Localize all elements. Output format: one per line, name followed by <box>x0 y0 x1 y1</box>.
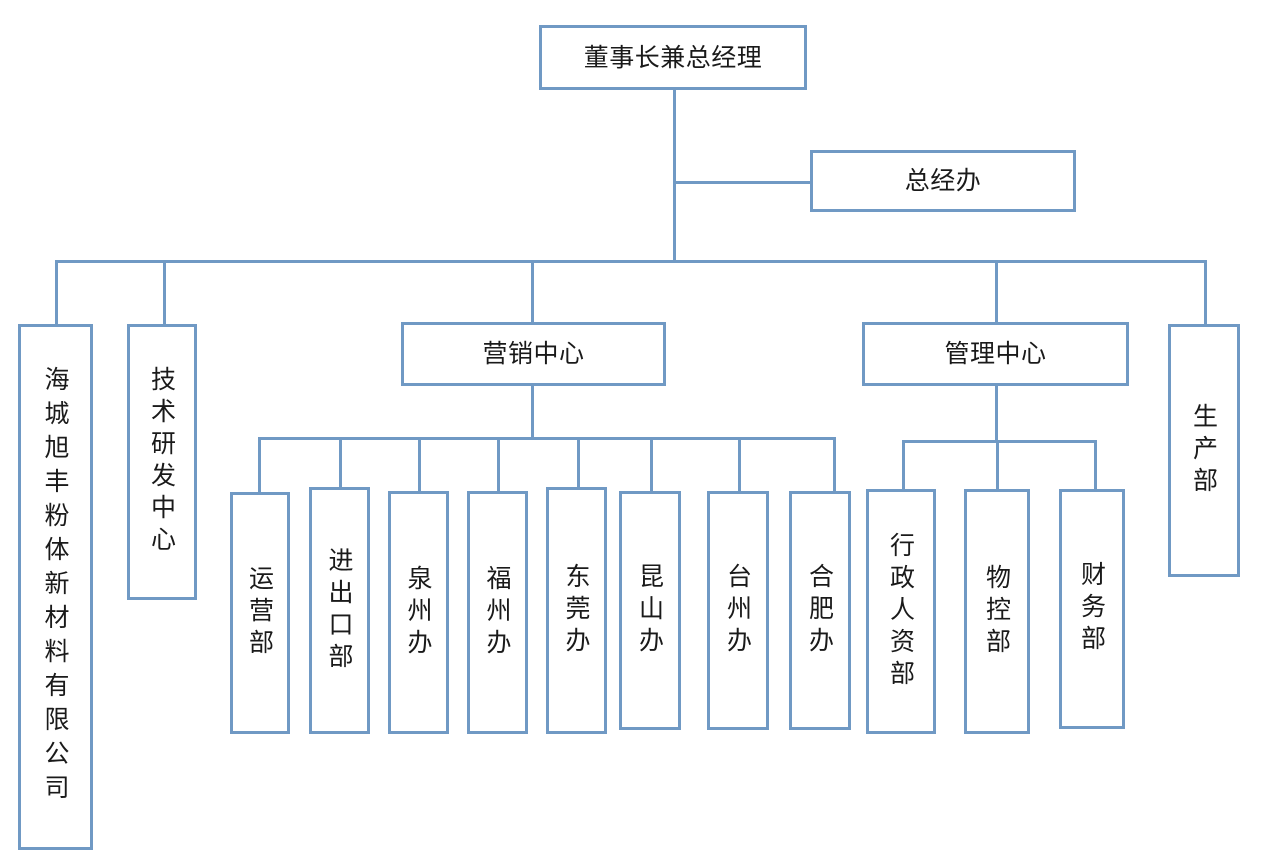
node-marketing-child-dongguan[interactable]: 东莞办 <box>546 487 607 734</box>
connector-drop-marketing-child-5 <box>650 437 653 493</box>
connector-drop-management-child-1 <box>996 440 999 490</box>
connector-management-sub-bus <box>902 440 1097 443</box>
connector-drop-marketing-child-1 <box>339 437 342 493</box>
node-label-management-child-1: 物控部 <box>982 563 1012 660</box>
node-management-child-material-control[interactable]: 物控部 <box>964 489 1030 734</box>
connector-drop-management-child-2 <box>1094 440 1097 490</box>
node-management-center[interactable]: 管理中心 <box>862 322 1129 386</box>
connector-drop-marketing-child-4 <box>577 437 580 493</box>
connector-drop-marketing-child-6 <box>738 437 741 493</box>
node-label-marketing-child-2: 泉州办 <box>404 564 433 661</box>
connector-drop-management-center <box>995 260 998 322</box>
connector-drop-marketing-child-0 <box>258 437 261 493</box>
node-label-marketing-child-4: 东莞办 <box>562 562 591 659</box>
node-label-marketing-child-5: 昆山办 <box>635 562 665 659</box>
connector-drop-marketing-child-2 <box>418 437 421 493</box>
connector-management-stem <box>995 385 998 443</box>
node-label-company: 海城旭丰粉体新材料有限公司 <box>41 366 70 808</box>
connector-ceo-to-gm-office <box>673 181 813 184</box>
node-label-management-child-0: 行政人资部 <box>886 531 916 692</box>
node-label-marketing-child-6: 台州办 <box>723 562 753 659</box>
node-rd-center[interactable]: 技术研发中心 <box>127 324 197 600</box>
connector-drop-marketing-child-3 <box>497 437 500 493</box>
node-chairman-general-manager[interactable]: 董事长兼总经理 <box>539 25 807 90</box>
node-label-rd-center: 技术研发中心 <box>147 366 177 558</box>
node-label-management-child-2: 财务部 <box>1077 561 1107 657</box>
node-label-marketing-child-0: 运营部 <box>245 565 275 661</box>
node-marketing-child-import-export[interactable]: 进出口部 <box>309 487 370 734</box>
node-marketing-child-operations[interactable]: 运营部 <box>230 492 290 734</box>
connector-marketing-sub-bus <box>258 437 836 440</box>
node-marketing-child-fuzhou[interactable]: 福州办 <box>467 491 528 734</box>
node-company[interactable]: 海城旭丰粉体新材料有限公司 <box>18 324 93 850</box>
connector-drop-marketing-child-7 <box>833 437 836 493</box>
node-management-child-finance[interactable]: 财务部 <box>1059 489 1125 729</box>
node-marketing-center[interactable]: 营销中心 <box>401 322 666 386</box>
node-label-marketing-center: 营销中心 <box>482 339 585 368</box>
connector-drop-management-child-0 <box>902 440 905 490</box>
connector-drop-marketing-center <box>531 260 534 322</box>
connector-ceo-trunk <box>673 89 676 262</box>
connector-drop-production-dept <box>1204 260 1207 325</box>
node-production-dept[interactable]: 生产部 <box>1168 324 1240 577</box>
node-label-management-center: 管理中心 <box>944 339 1047 368</box>
node-label-marketing-child-3: 福州办 <box>483 564 512 661</box>
node-label-chairman-general-manager: 董事长兼总经理 <box>583 42 763 72</box>
node-marketing-child-hefei[interactable]: 合肥办 <box>789 491 851 730</box>
node-general-manager-office[interactable]: 总经办 <box>810 150 1076 212</box>
node-label-production-dept: 生产部 <box>1189 402 1219 499</box>
connector-drop-rd-center <box>163 260 166 325</box>
node-management-child-admin-hr[interactable]: 行政人资部 <box>866 489 936 734</box>
connector-marketing-stem <box>531 385 534 440</box>
node-marketing-child-kunshan[interactable]: 昆山办 <box>619 491 681 730</box>
node-label-marketing-child-7: 合肥办 <box>805 562 835 659</box>
node-marketing-child-quanzhou[interactable]: 泉州办 <box>388 491 449 734</box>
node-marketing-child-taizhou[interactable]: 台州办 <box>707 491 769 730</box>
node-label-marketing-child-1: 进出口部 <box>325 546 354 675</box>
connector-main-bus <box>55 260 1207 263</box>
connector-drop-company <box>55 260 58 325</box>
node-label-general-manager-office: 总经办 <box>904 166 982 195</box>
